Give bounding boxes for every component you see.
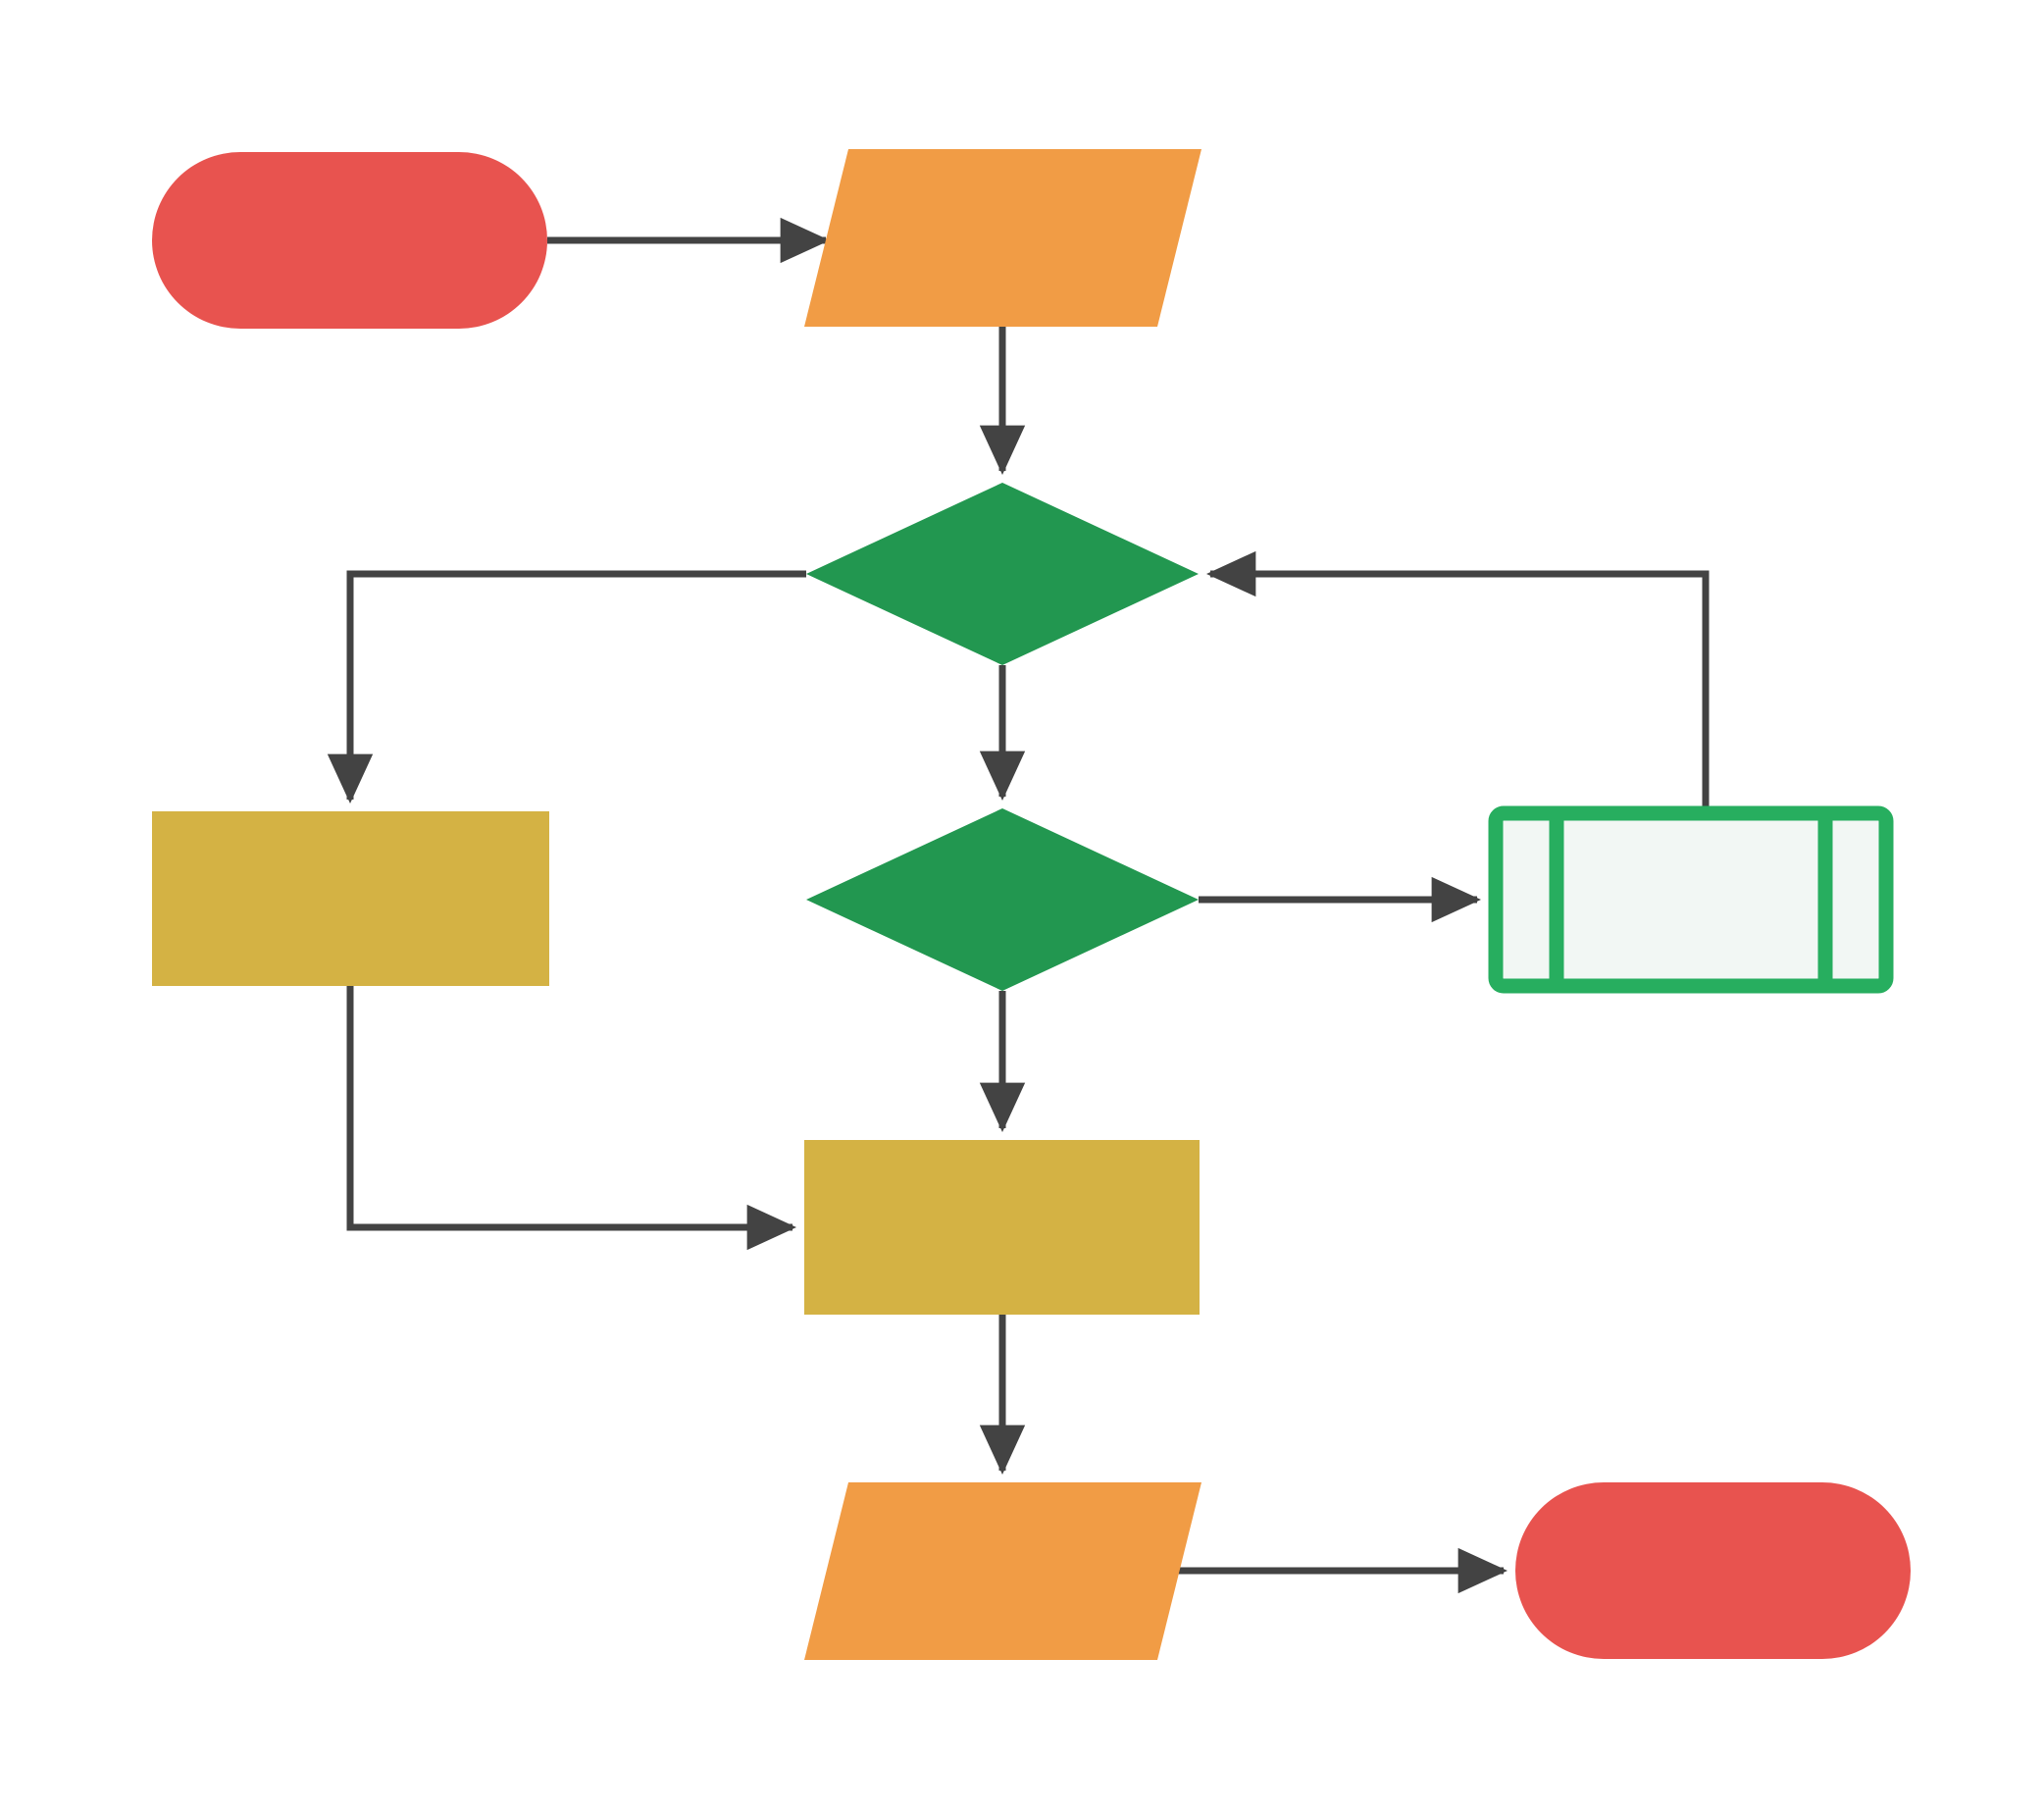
process-left-shape[interactable] <box>152 811 549 986</box>
node-end-terminator[interactable] <box>1515 1482 1911 1659</box>
subroutine-outer-shape[interactable] <box>1488 805 1894 994</box>
node-input-parallelogram[interactable] <box>804 149 1201 327</box>
end-terminator-shape[interactable] <box>1515 1482 1911 1659</box>
node-decision-primary[interactable] <box>806 483 1199 665</box>
node-process-left[interactable] <box>152 811 549 986</box>
node-subroutine[interactable] <box>1488 805 1894 994</box>
node-process-main[interactable] <box>804 1140 1200 1315</box>
input-parallelogram-shape[interactable] <box>804 149 1201 327</box>
start-terminator-shape[interactable] <box>152 152 547 329</box>
edge-subroutine-to-decision-feedback <box>1205 550 1710 806</box>
output-parallelogram-shape[interactable] <box>804 1482 1201 1660</box>
node-start-terminator[interactable] <box>152 152 547 329</box>
edge-process-left-to-process-main <box>346 986 797 1251</box>
edge-decision-to-process-left <box>327 570 806 804</box>
node-decision-secondary[interactable] <box>806 808 1199 991</box>
process-main-shape[interactable] <box>804 1140 1200 1315</box>
decision-primary-shape[interactable] <box>806 483 1199 665</box>
edge-layer <box>327 217 1710 1594</box>
decision-secondary-shape[interactable] <box>806 808 1199 991</box>
node-output-parallelogram[interactable] <box>804 1482 1201 1660</box>
